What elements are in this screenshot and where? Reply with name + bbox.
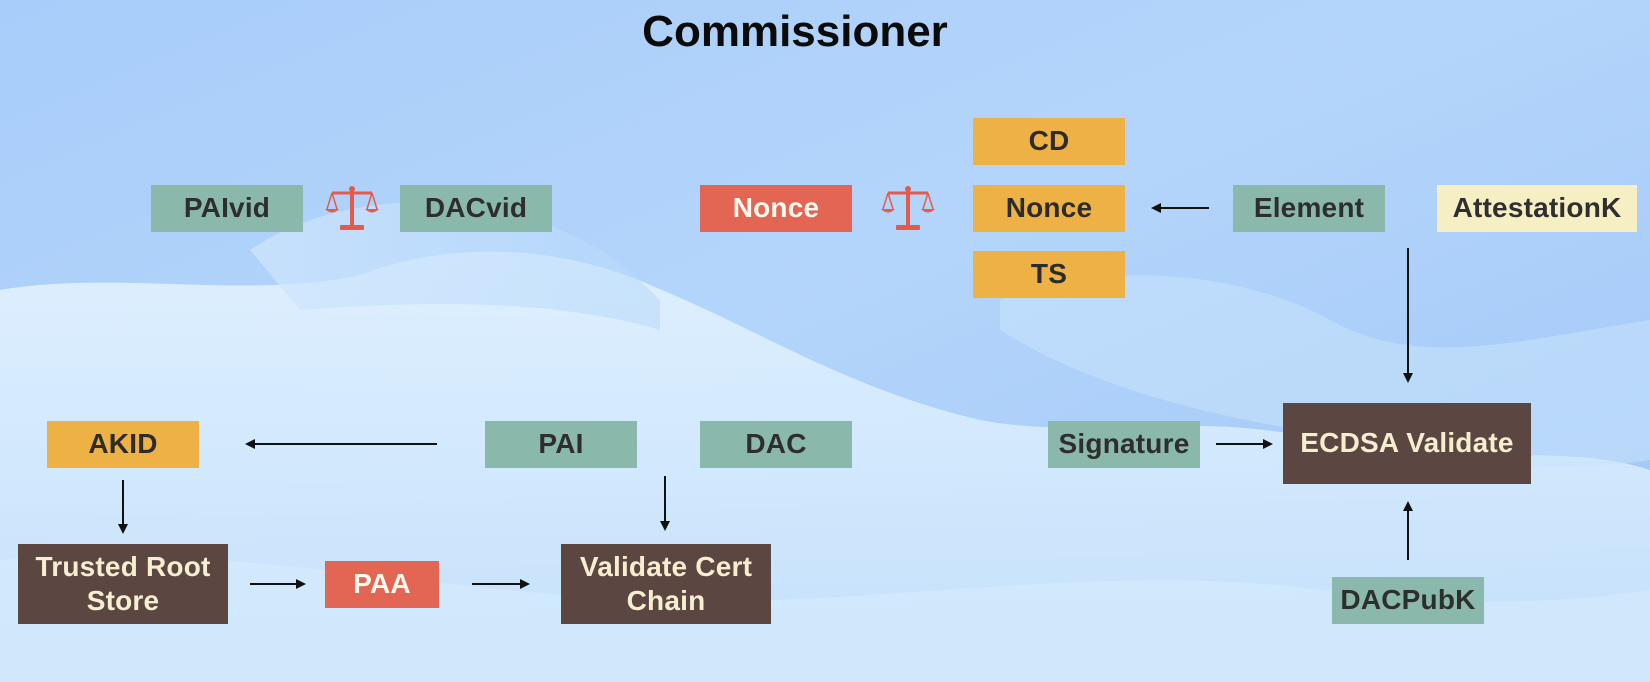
dacvid-box: DACvid bbox=[400, 185, 552, 232]
cd-box: CD bbox=[973, 118, 1125, 165]
element-box: Element bbox=[1233, 185, 1385, 232]
validate-cert-chain-box: Validate Cert Chain bbox=[561, 544, 771, 624]
pai-box: PAI bbox=[485, 421, 637, 468]
paa-box: PAA bbox=[325, 561, 439, 608]
dac-box: DAC bbox=[700, 421, 852, 468]
balance-scale-icon bbox=[325, 186, 379, 230]
ts-box: TS bbox=[973, 251, 1125, 298]
balance-scale-icon bbox=[881, 186, 935, 230]
nonce-box-center: Nonce bbox=[973, 185, 1125, 232]
signature-box: Signature bbox=[1048, 421, 1200, 468]
nonce-box-left: Nonce bbox=[700, 185, 852, 232]
akid-box: AKID bbox=[47, 421, 199, 468]
dacpubk-box: DACPubK bbox=[1332, 577, 1484, 624]
paivid-box: PAIvid bbox=[151, 185, 303, 232]
ecdsa-validate-box: ECDSA Validate bbox=[1283, 403, 1531, 484]
diagram-title: Commissioner bbox=[642, 7, 948, 56]
attestationk-box: AttestationK bbox=[1437, 185, 1637, 232]
trusted-root-store-box: Trusted Root Store bbox=[18, 544, 228, 624]
